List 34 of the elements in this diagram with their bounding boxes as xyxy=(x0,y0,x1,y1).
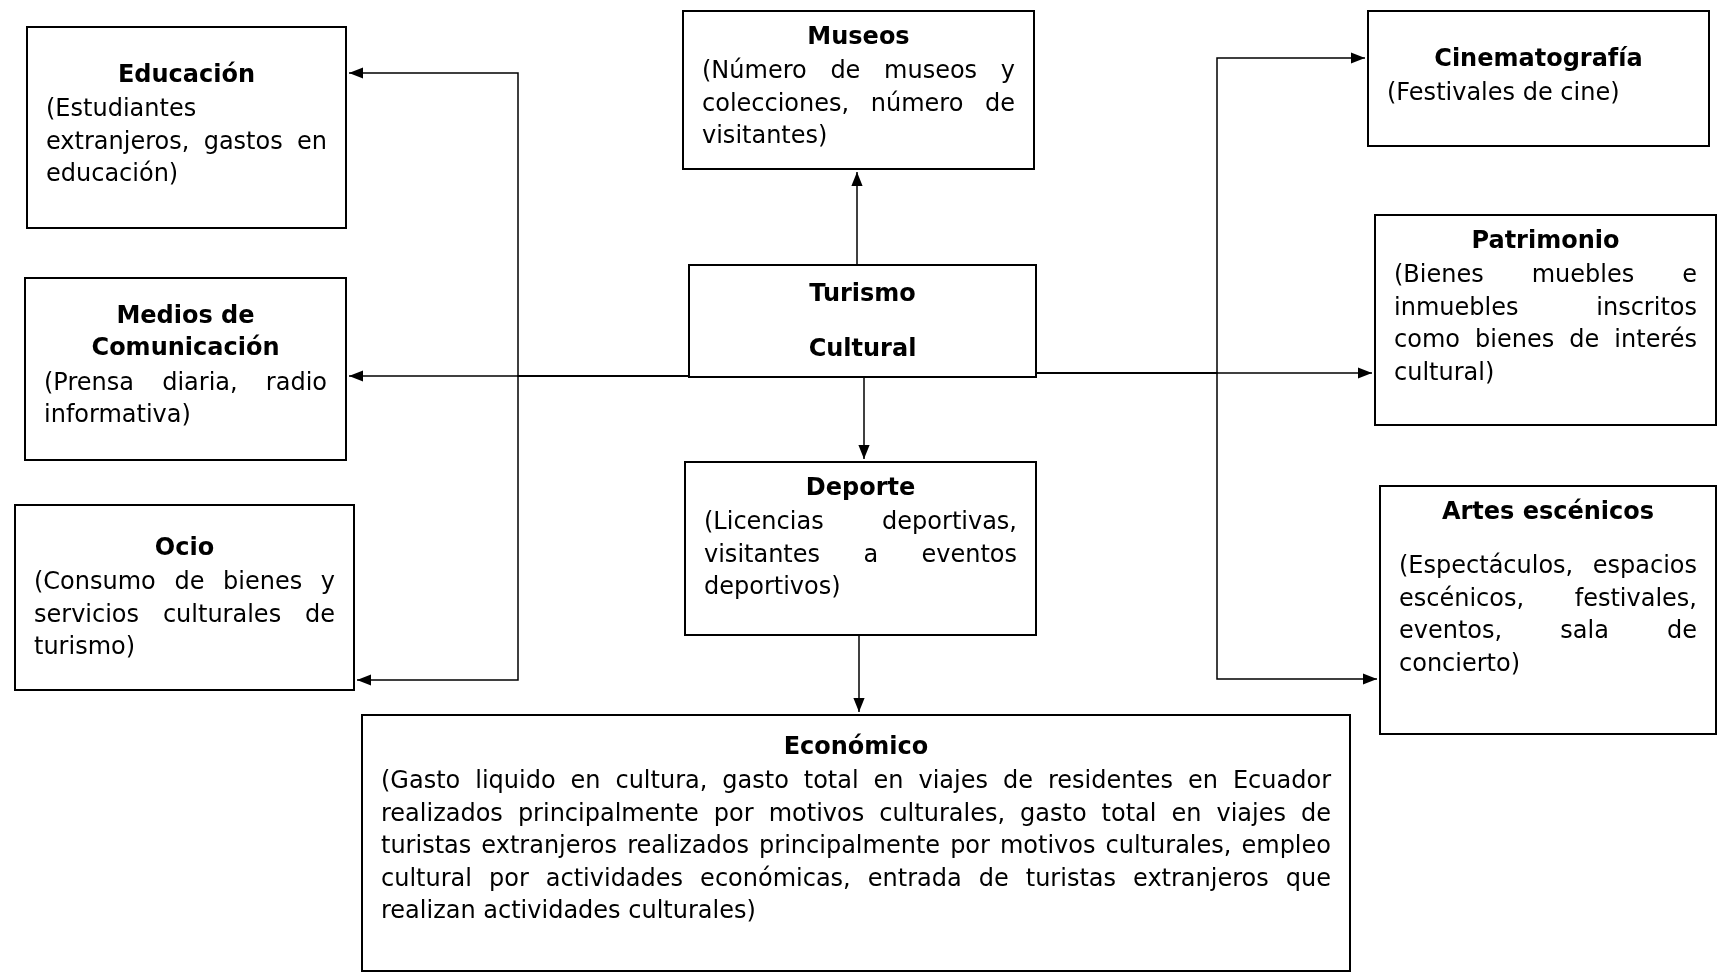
arrow xyxy=(858,377,870,460)
box-heading: Turismo Cultural xyxy=(807,277,918,364)
box-description: (Licencias deportivas, visitantes a eventos deportivos) xyxy=(704,506,1017,603)
box-description: (Estudiantes extranjeros, gastos en educación) xyxy=(46,93,327,190)
box-description: (Festivales de cine) xyxy=(1387,77,1621,109)
box-description: (Prensa diaria, radio informativa) xyxy=(44,366,327,431)
box-description: (Consumo de bienes y servicios culturales de turismo) xyxy=(34,566,335,663)
box-description: (Espectáculos, espacios escénicos, festivales, eventos, sala de concierto) xyxy=(1399,550,1697,679)
category-box xyxy=(26,26,347,229)
box-description: (Número de museos y colecciones, número de visitantes) xyxy=(702,55,1015,152)
box-description: (Gasto liquido en cultura, gasto total en viajes de residentes en Ecuador realizados principalmente por motivos culturales, gasto total en viajes de turistas extranjeros realizados principalmente por motivos culturales, empleo cultural por actividades económicas, entrada de turistas extranjeros que realizan actividades culturales) xyxy=(381,765,1331,926)
box-heading: Museos xyxy=(806,21,911,52)
arrow xyxy=(356,375,689,686)
category-box xyxy=(1367,10,1710,147)
category-box xyxy=(14,504,355,691)
box-description: (Bienes muebles e inmuebles inscritos como bienes de interés cultural) xyxy=(1394,259,1697,388)
category-box xyxy=(688,264,1037,378)
arrow xyxy=(1036,372,1378,685)
category-box xyxy=(682,10,1035,170)
category-box xyxy=(1379,485,1717,735)
box-heading: Ocio xyxy=(153,532,216,563)
box-heading: Deporte xyxy=(804,472,917,503)
category-box xyxy=(684,461,1037,636)
box-heading: Cinematografía xyxy=(1433,43,1644,74)
box-heading: Medios de Comunicación xyxy=(90,300,281,364)
arrow xyxy=(853,635,865,713)
box-heading: Artes escénicos xyxy=(1440,496,1656,527)
box-heading: Económico xyxy=(782,731,930,762)
category-box xyxy=(1374,214,1717,426)
box-heading: Patrimonio xyxy=(1470,225,1621,256)
arrow xyxy=(851,171,863,265)
category-box xyxy=(24,277,347,461)
box-heading: Educación xyxy=(116,59,257,90)
category-box xyxy=(361,714,1351,972)
